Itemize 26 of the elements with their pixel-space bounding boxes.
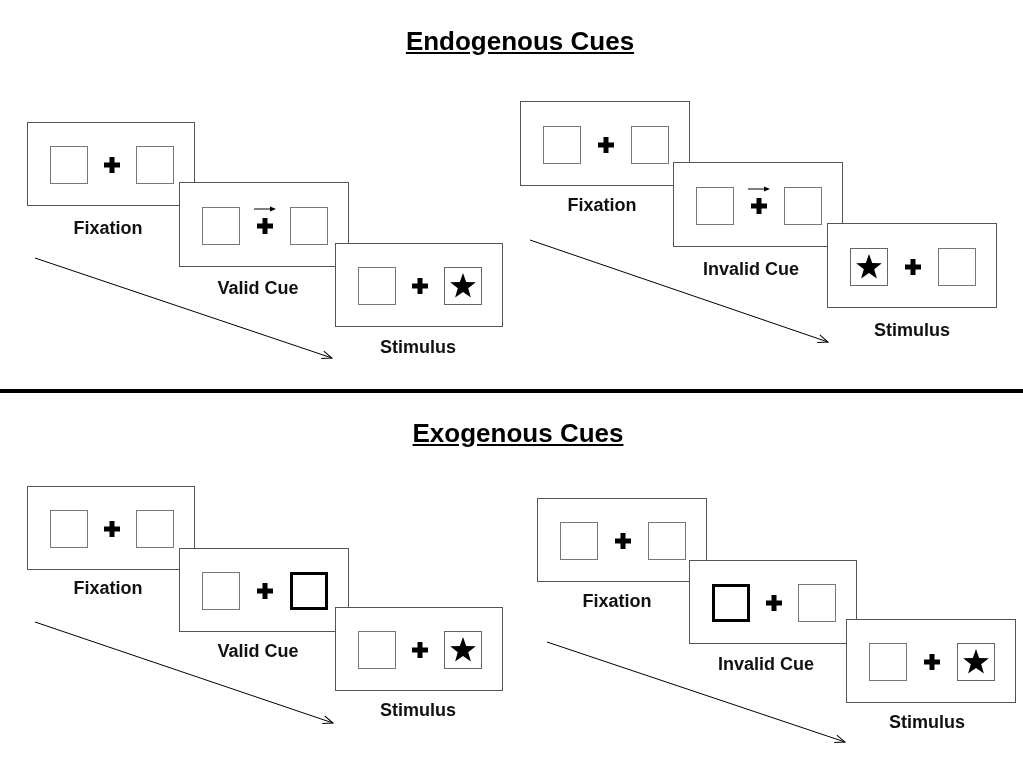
section-heading: Exogenous Cues <box>412 418 624 449</box>
frame-caption: Fixation <box>567 195 637 216</box>
frame-caption: Valid Cue <box>217 278 299 299</box>
screen-frame <box>335 607 503 691</box>
frame-caption: Invalid Cue <box>703 259 799 280</box>
screen-frame <box>179 182 349 267</box>
screen-frame <box>827 223 997 308</box>
screen-frame <box>520 101 690 186</box>
screen-frame <box>846 619 1016 703</box>
frame-caption: Stimulus <box>874 320 950 341</box>
screen-frame <box>27 486 195 570</box>
screen-frame <box>537 498 707 582</box>
section-heading: Endogenous Cues <box>405 26 635 57</box>
frame-caption: Invalid Cue <box>718 654 814 675</box>
frame-caption: Stimulus <box>380 337 456 358</box>
frame-caption: Fixation <box>73 218 143 239</box>
frame-caption: Fixation <box>73 578 143 599</box>
screen-frame <box>335 243 503 327</box>
screen-frame <box>689 560 857 644</box>
screen-frame <box>673 162 843 247</box>
screen-frame <box>27 122 195 206</box>
frame-caption: Fixation <box>582 591 652 612</box>
screen-frame <box>179 548 349 632</box>
frame-caption: Stimulus <box>380 700 456 721</box>
frame-caption: Valid Cue <box>217 641 299 662</box>
frame-caption: Stimulus <box>889 712 965 733</box>
